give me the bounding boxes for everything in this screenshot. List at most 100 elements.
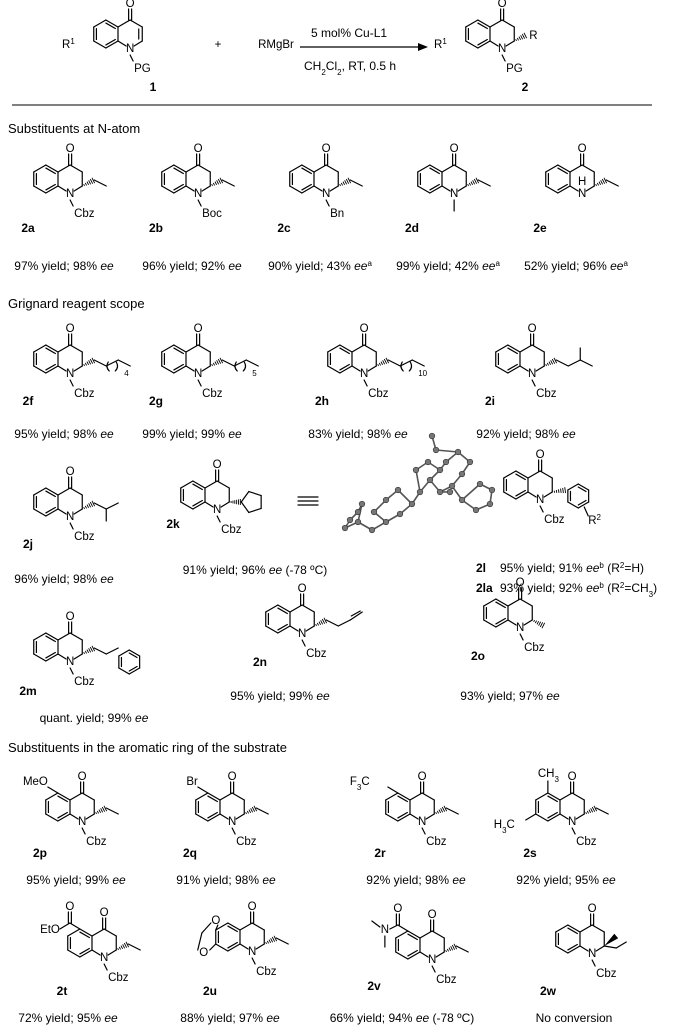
compound-id: 2t <box>57 984 68 998</box>
repeat-bracket <box>400 361 413 372</box>
crystal-atom <box>416 488 424 496</box>
methyl-bond <box>525 813 537 821</box>
aromatic-bond <box>577 486 587 493</box>
yield-ee-result: 92% yield; 98% ee <box>476 427 576 441</box>
ring-bond <box>128 667 141 675</box>
n-pg-bond <box>216 515 221 523</box>
n-pg-bond <box>363 379 368 387</box>
aromatic-bond <box>57 811 68 819</box>
ring-bond <box>67 928 81 937</box>
compound-2t: 2t 72% yield; 95% ee <box>18 984 118 1025</box>
n-pg-bond <box>69 522 74 530</box>
ring-bond <box>339 365 353 374</box>
protecting-group-label: Cbz <box>108 972 129 984</box>
aromatic-bond <box>495 617 506 625</box>
ring-bond <box>385 813 399 822</box>
ring-bond <box>161 344 175 353</box>
aromatic-bond <box>192 499 203 507</box>
section-heading: Substituents at N-atom <box>8 121 140 136</box>
oxygen-label: O <box>418 771 427 783</box>
protecting-group-label: Boc <box>202 208 222 220</box>
ring-bond <box>185 365 195 372</box>
ring-bond <box>220 501 230 508</box>
ring-bond <box>204 480 218 489</box>
yield-ee-result: 92% yield; 98% ee <box>366 873 466 887</box>
n-pg-bond <box>251 957 256 965</box>
ring-bond <box>197 164 211 173</box>
ring-bond <box>227 922 241 931</box>
aromatic-bond <box>45 651 56 659</box>
crystal-atom <box>354 508 362 516</box>
ring-bond <box>501 19 515 28</box>
ring-bond <box>45 653 59 662</box>
oxygen-label: O <box>450 143 459 155</box>
nitrogen-label: N <box>588 948 596 960</box>
ring-bond <box>192 480 206 489</box>
nitrogen-label: N <box>450 188 458 200</box>
ring-bond <box>277 604 291 613</box>
stereo-methyl <box>533 619 546 629</box>
ring-bond <box>327 344 341 353</box>
repeat-bracket <box>106 361 119 372</box>
aromatic-bond <box>57 795 68 803</box>
n-pg-bond <box>103 963 108 971</box>
ring-bond <box>577 483 590 491</box>
product-pg-label: PG <box>506 63 523 75</box>
section-heading: Grignard reagent scope <box>8 296 145 311</box>
ring-bond <box>161 185 175 194</box>
crystal-atom <box>370 508 378 516</box>
compound-id: 2g <box>149 394 163 408</box>
protecting-group-label: Cbz <box>436 974 457 986</box>
ring-bond <box>547 813 561 822</box>
protecting-group-label: Cbz <box>368 388 389 400</box>
yield-ee-result: 72% yield; 95% ee <box>18 1011 118 1025</box>
n-pg-bond <box>301 639 306 647</box>
methoxy-label: MeO <box>23 776 48 788</box>
ring-bond <box>555 924 569 933</box>
ethyl-bond <box>275 937 289 945</box>
alkyl-bond <box>105 647 119 655</box>
cyclopentyl-bond <box>248 490 262 497</box>
stereo-bond <box>515 32 528 42</box>
ring-bond <box>207 792 221 801</box>
repeat-count: 10 <box>418 369 427 378</box>
ring-bond <box>351 344 365 353</box>
ring-bond <box>425 813 435 820</box>
compound-id: 2b <box>149 221 163 235</box>
ring-bond <box>93 40 107 49</box>
repeat-count: 5 <box>252 369 257 378</box>
crystal-atom <box>488 486 496 494</box>
n-pg-bond <box>325 199 330 207</box>
ring-bond <box>57 632 71 641</box>
ring-bond <box>45 632 59 641</box>
aromatic-bond <box>105 22 116 30</box>
oxygen-label: O <box>393 903 402 915</box>
aromatic-bond <box>547 811 558 819</box>
ring-bond <box>567 945 581 954</box>
ring-bond <box>483 598 497 607</box>
compound-id: 2m <box>19 684 36 698</box>
ring-bond <box>57 792 71 801</box>
ring-bond <box>91 928 105 937</box>
ethyl-bond <box>255 807 269 815</box>
ring-bond <box>103 928 117 937</box>
ring-bond <box>581 164 595 173</box>
protecting-group-label: Cbz <box>74 208 95 220</box>
ring-bond <box>129 19 143 28</box>
dioxole-bond <box>197 932 203 951</box>
yield-ee-result: 95% yield; 91% eeb (R2=H) <box>500 561 644 576</box>
nitrogen-label: N <box>228 816 236 828</box>
crystal-atom <box>446 488 454 496</box>
crystal-bond <box>461 483 481 501</box>
stereo-bond <box>265 935 278 945</box>
oxygen-label: O <box>211 915 220 927</box>
nitrogen-label: N <box>66 656 74 668</box>
ring-bond <box>227 943 241 952</box>
stereo-bond <box>95 805 108 815</box>
cyclopentyl-bond <box>248 507 262 514</box>
